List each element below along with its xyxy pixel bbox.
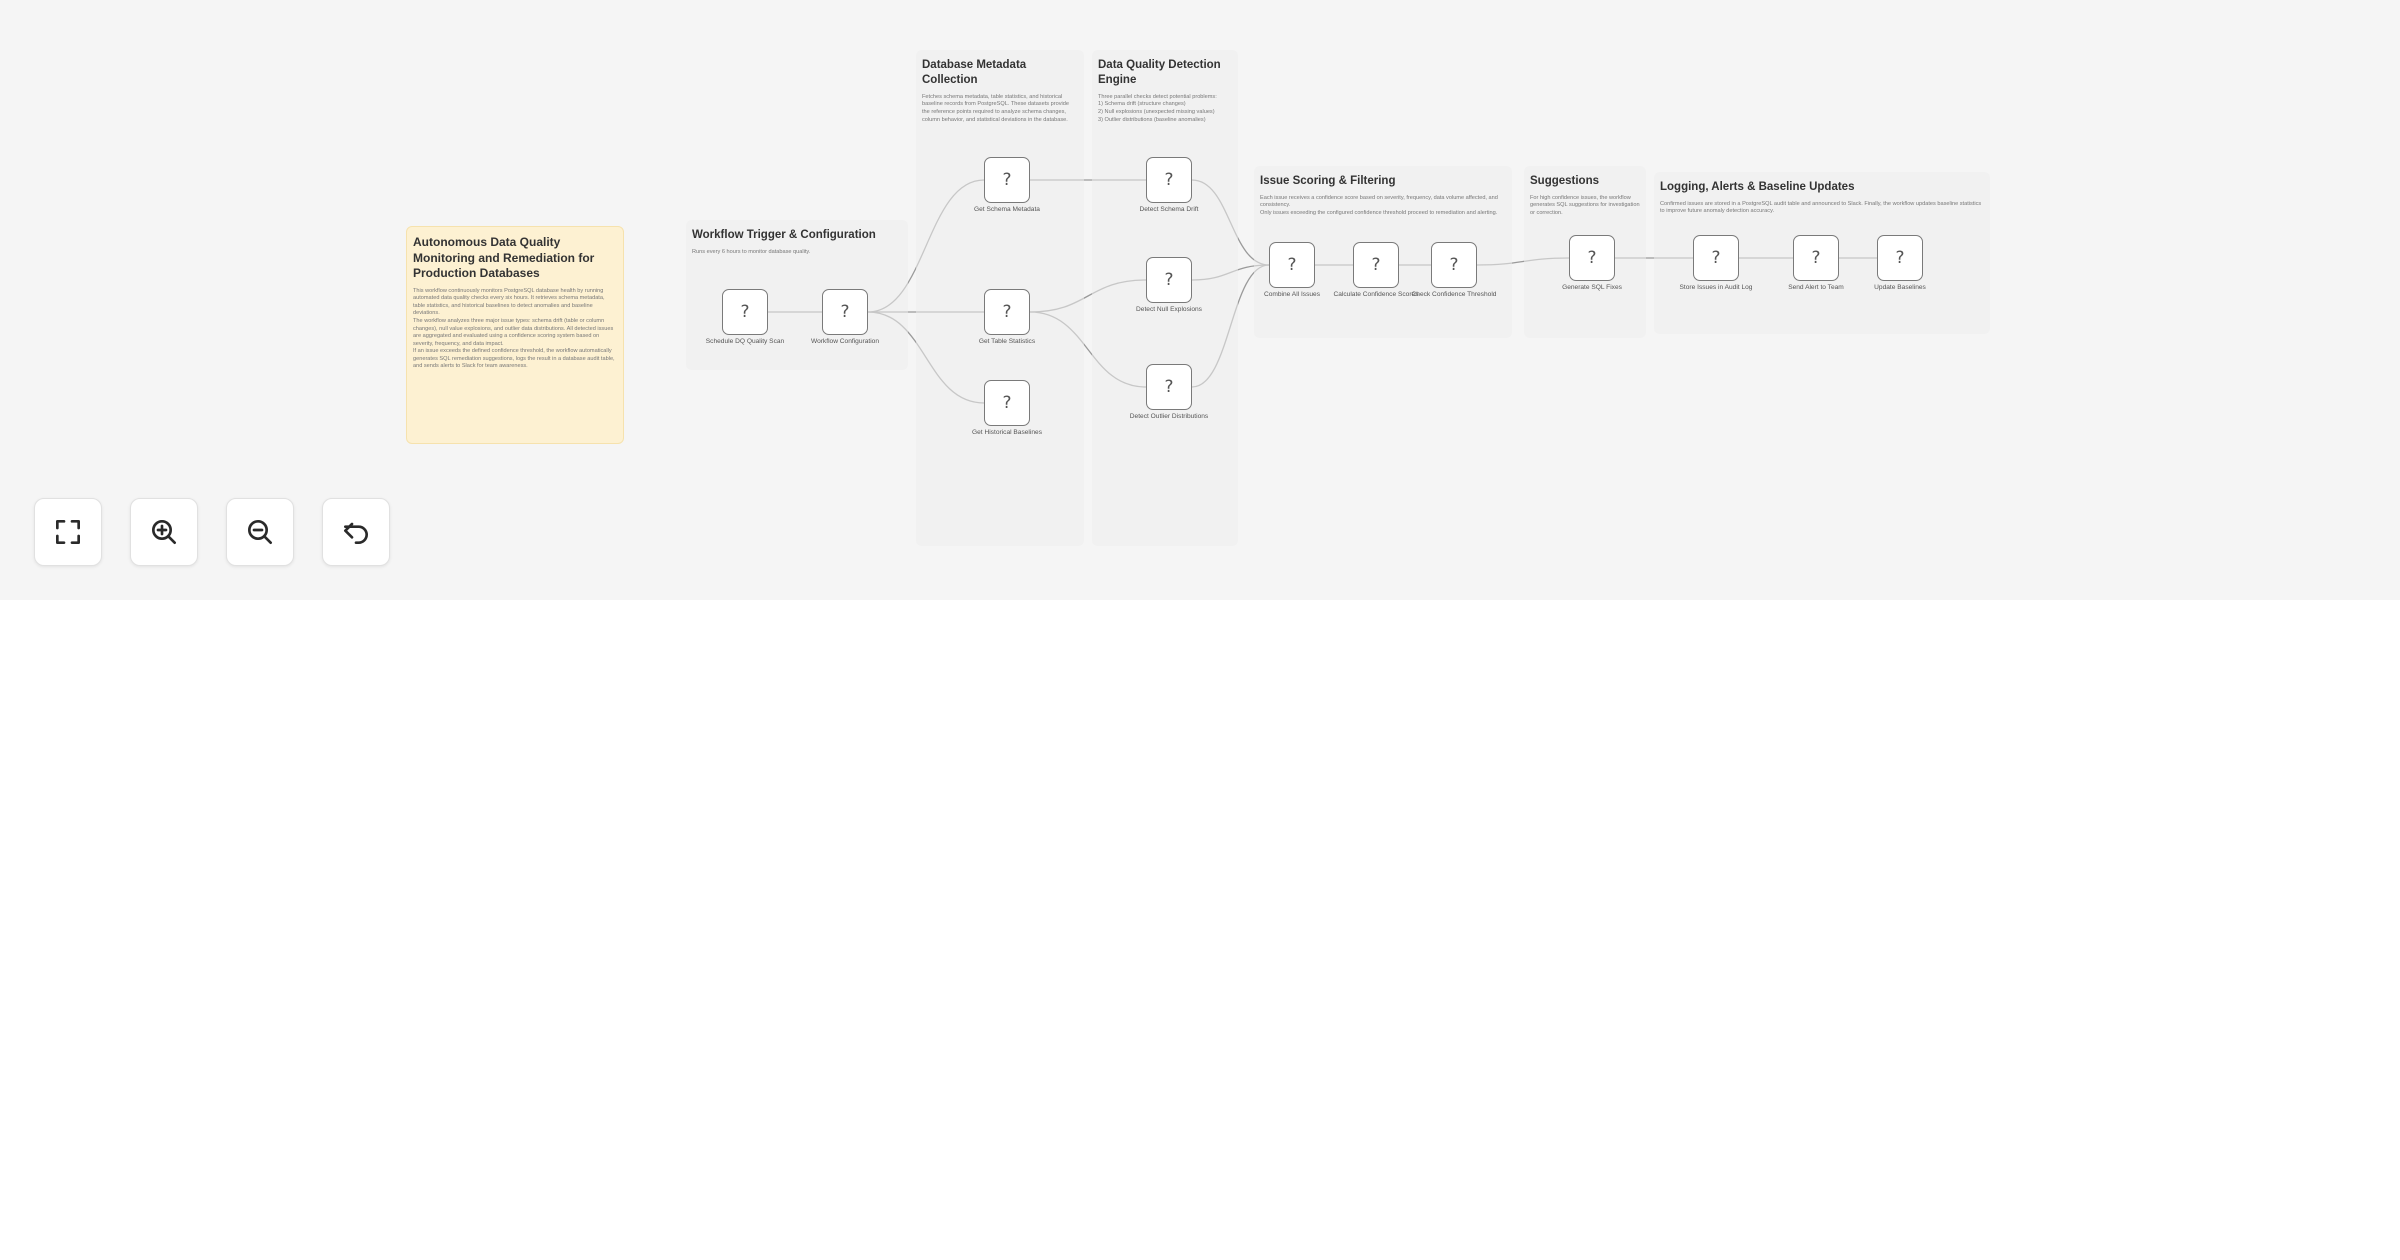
node-combine-issues[interactable]: ? — [1269, 242, 1315, 288]
unknown-node-icon: ? — [1371, 255, 1381, 275]
unknown-node-icon: ? — [1164, 270, 1174, 290]
node-calculate-confidence[interactable]: ? — [1353, 242, 1399, 288]
zoom-in-icon — [152, 520, 176, 544]
node-outlier-distributions[interactable]: ? — [1146, 364, 1192, 410]
node-label: Detect Null Explosions — [1136, 306, 1202, 313]
unknown-node-icon: ? — [1002, 393, 1012, 413]
unknown-node-icon: ? — [1164, 377, 1174, 397]
sticky-body: Confirmed issues are stored in a Postgre… — [1660, 200, 1982, 215]
unknown-node-icon: ? — [1287, 255, 1297, 275]
unknown-node-icon: ? — [1711, 248, 1721, 268]
zoom-out-icon — [248, 520, 272, 544]
sticky-body: Each issue receives a confidence score b… — [1260, 194, 1498, 217]
sticky-title: Suggestions — [1530, 175, 1600, 187]
node-null-explosions[interactable]: ? — [1146, 257, 1192, 303]
unknown-node-icon: ? — [1587, 248, 1597, 268]
fit-view-button[interactable] — [34, 498, 102, 566]
workflow-canvas[interactable]: Autonomous Data Quality Monitoring and R… — [0, 0, 2400, 600]
node-schema-drift[interactable]: ? — [1146, 157, 1192, 203]
unknown-node-icon: ? — [1164, 170, 1174, 190]
node-label: Detect Outlier Distributions — [1129, 413, 1209, 420]
node-label: Calculate Confidence Scores — [1333, 291, 1419, 298]
zoom-out-button[interactable] — [226, 498, 294, 566]
node-config[interactable]: ? — [822, 289, 868, 335]
node-table-statistics[interactable]: ? — [984, 289, 1030, 335]
node-schema-metadata[interactable]: ? — [984, 157, 1030, 203]
sticky-body: This workflow continuously monitors Post… — [413, 287, 615, 370]
node-label: Get Table Statistics — [978, 338, 1036, 345]
node-label: Get Historical Baselines — [972, 429, 1042, 436]
unknown-node-icon: ? — [1811, 248, 1821, 268]
sticky-title: Data Quality Detection Engine — [1098, 59, 1221, 86]
sticky-note-overview[interactable]: Autonomous Data Quality Monitoring and R… — [406, 226, 624, 444]
undo-icon — [344, 522, 368, 544]
node-update-baselines[interactable]: ? — [1877, 235, 1923, 281]
sticky-note-trigger[interactable]: Workflow Trigger & Configuration Runs ev… — [686, 220, 908, 370]
reset-zoom-button[interactable] — [322, 498, 390, 566]
unknown-node-icon: ? — [740, 302, 750, 322]
fullscreen-icon — [56, 520, 80, 544]
node-label: Get Schema Metadata — [974, 206, 1040, 213]
unknown-node-icon: ? — [840, 302, 850, 322]
sticky-title: Workflow Trigger & Configuration — [692, 229, 876, 241]
node-label: Generate SQL Fixes — [1562, 284, 1622, 291]
sticky-title: Database Metadata Collection — [922, 59, 1027, 86]
sticky-title: Logging, Alerts & Baseline Updates — [1660, 181, 1855, 193]
sticky-body: For high confidence issues, the workflow… — [1530, 194, 1640, 217]
node-store-audit[interactable]: ? — [1693, 235, 1739, 281]
sticky-body: Fetches schema metadata, table statistic… — [922, 93, 1069, 123]
node-check-threshold[interactable]: ? — [1431, 242, 1477, 288]
node-label: Store Issues in Audit Log — [1679, 284, 1753, 291]
sticky-title: Issue Scoring & Filtering — [1260, 175, 1396, 187]
node-label: Send Alert to Team — [1788, 284, 1844, 291]
node-label: Combine All Issues — [1263, 291, 1321, 298]
zoom-in-button[interactable] — [130, 498, 198, 566]
sticky-body: Three parallel checks detect potential p… — [1098, 93, 1217, 123]
sticky-body: Runs every 6 hours to monitor database q… — [692, 248, 811, 255]
node-send-alert[interactable]: ? — [1793, 235, 1839, 281]
node-historical-baselines[interactable]: ? — [984, 380, 1030, 426]
node-label: Update Baselines — [1874, 284, 1926, 291]
unknown-node-icon: ? — [1002, 302, 1012, 322]
node-generate-sql[interactable]: ? — [1569, 235, 1615, 281]
node-schedule[interactable]: ? — [722, 289, 768, 335]
node-label: Workflow Configuration — [810, 338, 880, 345]
node-label: Detect Schema Drift — [1139, 206, 1199, 213]
node-label: Check Confidence Threshold — [1411, 291, 1497, 298]
sticky-title: Autonomous Data Quality Monitoring and R… — [413, 235, 595, 281]
node-label: Schedule DQ Quality Scan — [705, 338, 785, 345]
unknown-node-icon: ? — [1449, 255, 1459, 275]
unknown-node-icon: ? — [1895, 248, 1905, 268]
unknown-node-icon: ? — [1002, 170, 1012, 190]
